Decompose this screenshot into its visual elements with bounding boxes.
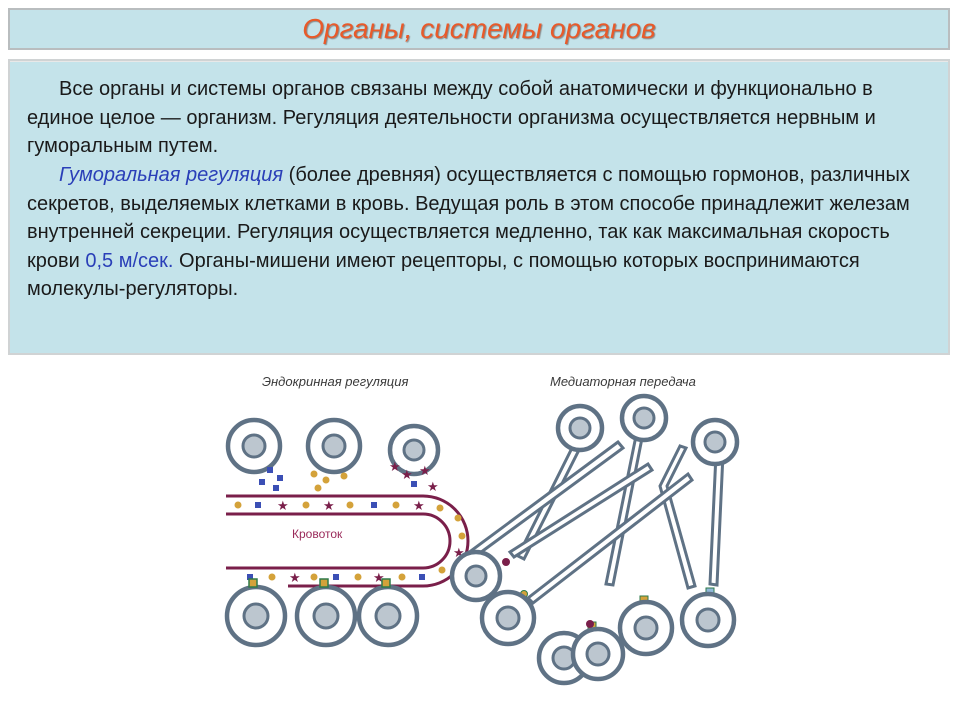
- cell-nucleus: [633, 615, 659, 641]
- hormone-dot: [310, 470, 318, 478]
- bloodstream-label: Кровоток: [292, 527, 343, 541]
- cell-nucleus: [321, 433, 347, 459]
- axon: [507, 461, 655, 559]
- hormone-square: [255, 502, 261, 508]
- axon: [708, 452, 725, 587]
- hormone-dot: [454, 514, 462, 522]
- hormone-dot: [314, 484, 322, 492]
- cell-nucleus: [495, 605, 521, 631]
- neuron-nucleus: [703, 430, 727, 454]
- blood-vessel-outer: [226, 494, 470, 588]
- blood-vessel-inner: [226, 512, 452, 570]
- cell-nucleus: [585, 641, 611, 667]
- cell-nucleus: [695, 607, 721, 633]
- blood-speed: 0,5 м/сек.: [85, 249, 174, 272]
- hormone-dot: [302, 501, 310, 509]
- hormone-dot: [436, 504, 444, 512]
- neuron-nucleus: [568, 416, 592, 440]
- page-title: Органы, системы органов: [302, 13, 656, 44]
- hormone-star: ★: [427, 479, 439, 494]
- receptor: [248, 578, 258, 588]
- humoral-text-b: Органы-мишени имеют рецепторы, с помощью…: [27, 249, 860, 301]
- hormone-dot: [340, 472, 348, 480]
- paragraph-intro: Все органы и системы органов связаны меж…: [27, 75, 937, 161]
- hormone-square: [371, 502, 377, 508]
- hormone-star: ★: [413, 498, 425, 513]
- synapse-terminal: [586, 620, 594, 628]
- hormone-square: [333, 574, 339, 580]
- hormone-star: ★: [389, 459, 401, 474]
- hormone-square: [273, 485, 279, 491]
- hormone-dot: [392, 501, 400, 509]
- hormone-dot: [310, 573, 318, 581]
- cell-nucleus: [312, 602, 340, 630]
- hormone-square: [259, 479, 265, 485]
- hormone-star: ★: [453, 545, 465, 560]
- hormone-square: [267, 467, 273, 473]
- endocrine-panel: Кровоток ★★★★★★★★★★: [224, 417, 470, 648]
- hormone-dot: [458, 532, 466, 540]
- humoral-term: Гуморальная регуляция: [59, 164, 284, 186]
- cell-nucleus: [242, 602, 270, 630]
- mediator-panel: [449, 393, 740, 686]
- cell-nucleus: [402, 438, 426, 462]
- hormone-dot: [346, 501, 354, 509]
- hormone-dot: [398, 573, 406, 581]
- hormone-square: [411, 481, 417, 487]
- synapse-terminal: [502, 558, 510, 566]
- mediator-label: Медиаторная передача: [550, 374, 696, 389]
- axon: [525, 471, 695, 605]
- hormone-molecules: ★★★★★★★★★★: [234, 459, 466, 585]
- endocrine-label: Эндокринная регуляция: [262, 374, 408, 389]
- hormone-star: ★: [373, 570, 385, 585]
- hormone-star: ★: [277, 498, 289, 513]
- hormone-dot: [268, 573, 276, 581]
- cell-nucleus: [464, 564, 488, 588]
- hormone-square: [419, 574, 425, 580]
- hormone-dot: [322, 476, 330, 484]
- regulation-diagram: Эндокринная регуляция Медиаторная переда…: [224, 374, 740, 686]
- axon: [658, 444, 697, 590]
- humoral-text-a: (более древняя) осуществляется с помощью…: [27, 164, 910, 272]
- hormone-star: ★: [289, 570, 301, 585]
- cell-nucleus: [374, 602, 402, 630]
- hormone-square: [247, 574, 253, 580]
- neuron-nucleus: [632, 406, 656, 430]
- receptor: [381, 578, 391, 588]
- hormone-dot: [354, 573, 362, 581]
- receptor: [319, 578, 329, 588]
- cell-nucleus: [241, 433, 267, 459]
- text-panel: Все органы и системы органов связаны меж…: [8, 59, 950, 355]
- title-bar: Органы, системы органов: [8, 8, 950, 50]
- hormone-star: ★: [401, 467, 413, 482]
- hormone-star: ★: [419, 463, 431, 478]
- paragraph-humoral: Гуморальная регуляция (более древняя) ос…: [27, 161, 937, 304]
- intro-text: Все органы и системы органов связаны меж…: [27, 78, 876, 158]
- hormone-star: ★: [323, 498, 335, 513]
- hormone-dot: [234, 501, 242, 509]
- hormone-dot: [438, 566, 446, 574]
- hormone-square: [277, 475, 283, 481]
